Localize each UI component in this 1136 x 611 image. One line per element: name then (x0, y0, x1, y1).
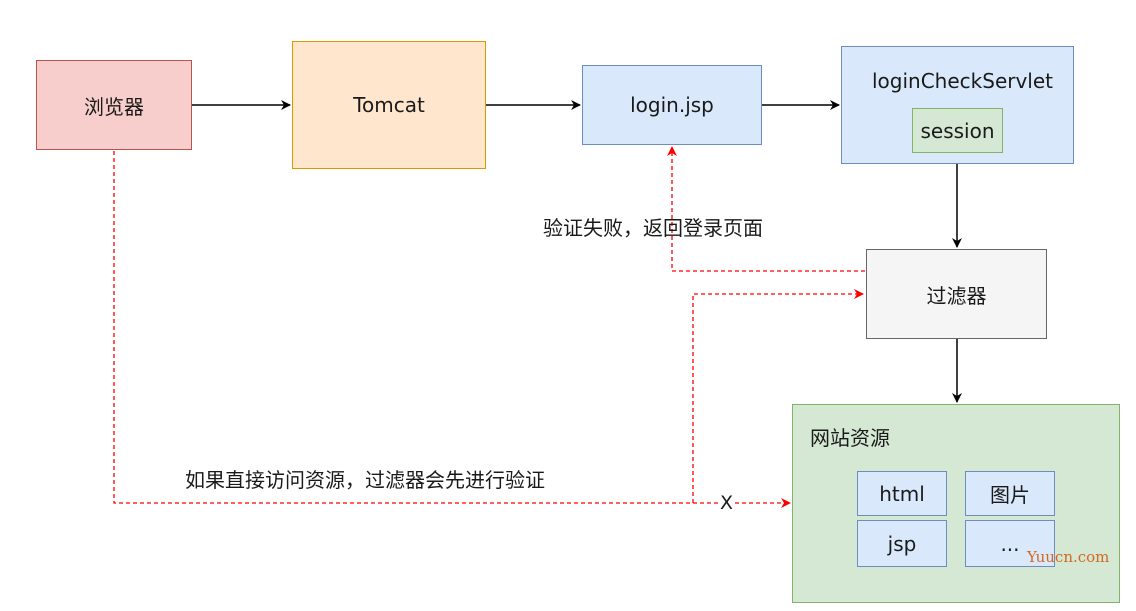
auth-fail-label: 验证失败，返回登录页面 (543, 216, 763, 240)
web-resources-label: 网站资源 (810, 426, 890, 450)
browser-node: 浏览器 (36, 60, 192, 150)
edge-filter-login-fail (667, 146, 865, 272)
login-jsp-node: login.jsp (582, 65, 762, 145)
jsp-node: jsp (857, 520, 947, 567)
tomcat-node: Tomcat (292, 41, 486, 169)
image-node: 图片 (965, 471, 1055, 516)
direct-access-label: 如果直接访问资源，过滤器会先进行验证 (185, 468, 545, 492)
filter-node: 过滤器 (866, 249, 1047, 339)
session-node: session (912, 108, 1003, 153)
watermark: Yuucn.com (1027, 548, 1110, 566)
html-node: html (857, 471, 947, 516)
login-check-servlet-label: loginCheckServlet (872, 69, 1054, 93)
blocked-mark: X (719, 492, 735, 514)
edge-browser-resources (113, 151, 791, 508)
web-resources-node: 网站资源 (792, 404, 1120, 603)
more-node: ... (965, 520, 1055, 567)
edge-redirect-filter (692, 289, 864, 503)
